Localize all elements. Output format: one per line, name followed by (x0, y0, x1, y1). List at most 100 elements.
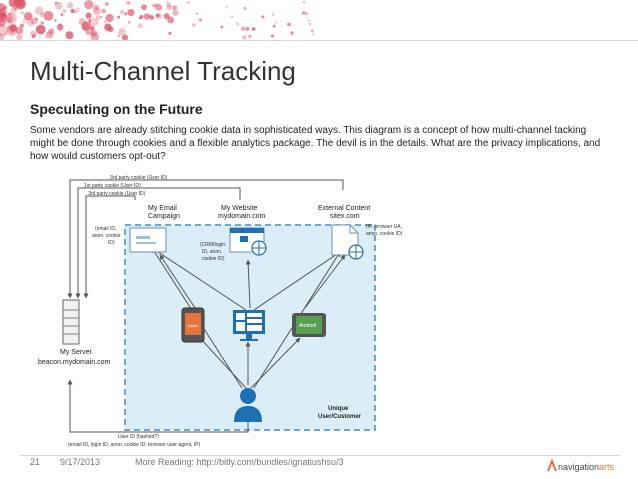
email-note-3: ID) (108, 240, 115, 246)
decorative-dot (0, 24, 9, 37)
decorative-dot (85, 29, 92, 35)
tablet-label: Android (299, 323, 316, 329)
decorative-dot (290, 31, 294, 35)
decorative-dot (166, 1, 169, 4)
decorative-dot (220, 25, 224, 29)
tablet-icon: Android (292, 313, 326, 337)
decorative-dot (172, 5, 178, 11)
decorative-dot (301, 11, 306, 15)
decorative-dot (118, 28, 126, 36)
decorative-dot (307, 19, 310, 22)
decorative-dot (138, 16, 142, 20)
cookie-lines (67, 179, 344, 299)
decorative-dot (124, 12, 128, 16)
decorative-dot (0, 7, 7, 15)
decorative-dot (127, 9, 135, 17)
svg-text:navigationarts: navigationarts (558, 462, 615, 472)
decorative-dot (0, 33, 5, 40)
decorative-dot (67, 2, 74, 9)
server-label-1: My Server (60, 349, 93, 356)
decorative-dot (225, 5, 228, 9)
decorative-dot (241, 26, 246, 31)
email-note-2: anon. cookie (92, 233, 121, 239)
decorative-dot (310, 29, 314, 33)
decorative-dot (312, 33, 315, 36)
decorative-dot (230, 15, 234, 18)
decorative-dot (168, 31, 172, 35)
website-node-label-1: My Website (221, 205, 258, 212)
decorative-dot (245, 26, 250, 31)
server-icon (62, 299, 80, 345)
decorative-dot (138, 23, 143, 29)
website-node-label-2: mydomain.com (218, 213, 266, 220)
user-label-2: User/Customer (318, 414, 362, 420)
decorative-dot (88, 20, 91, 23)
decorative-dot (85, 12, 92, 19)
decorative-dot (54, 1, 58, 5)
decorative-dot (21, 11, 24, 14)
external-note-2: anon. cookie ID) (366, 231, 403, 237)
email-node-label-2: Campaign (148, 213, 180, 220)
decorative-dot (141, 4, 147, 11)
decorative-dot (143, 13, 151, 20)
email-icon (129, 227, 167, 253)
decorative-dot (251, 27, 256, 31)
phone-icon: Apple (181, 307, 205, 343)
decorative-dot (45, 36, 48, 40)
decorative-dot (65, 31, 74, 40)
decorative-dot (242, 35, 247, 40)
decorative-dot (4, 13, 14, 23)
decorative-dot (54, 1, 63, 10)
decorative-dot (274, 21, 277, 24)
decorative-dot (16, 34, 23, 40)
decorative-dot (84, 0, 94, 10)
footer-divider (20, 455, 620, 456)
decorative-dot (93, 7, 101, 15)
decorative-dot (127, 21, 131, 24)
footer-reading-link[interactable]: More Reading: http://bitly.com/bundles/i… (135, 457, 344, 467)
decorative-dot (39, 12, 45, 18)
external-node-label-2: sitex.com (330, 213, 360, 220)
decorative-dot (163, 13, 170, 20)
external-note-1: (IP, browser UA, (366, 224, 402, 230)
decorative-dot (287, 22, 291, 27)
decorative-dot (6, 16, 13, 23)
external-content-icon (331, 224, 364, 260)
decorative-dot (305, 12, 309, 15)
desktop-icon (233, 310, 265, 341)
decorative-dot (166, 2, 171, 8)
decorative-dot (235, 22, 240, 26)
decorative-dot (43, 11, 54, 21)
decorative-dot (302, 0, 306, 4)
decorative-dot (192, 23, 196, 27)
decorative-dot (81, 23, 89, 32)
decorative-dot (38, 35, 41, 38)
decorative-dot (117, 34, 121, 38)
bottom-note-2: (email ID, login ID, anon. cookie ID, br… (68, 442, 201, 448)
decorative-dot (93, 4, 99, 11)
decorative-dot (0, 17, 6, 27)
decorative-dot (156, 13, 160, 18)
decorative-dot (167, 16, 175, 24)
decorative-dot-band (0, 0, 315, 40)
footer-date: 9/17/2013 (60, 457, 101, 467)
slide-subtitle: Speculating on the Future (30, 101, 203, 117)
decorative-dot (261, 15, 265, 19)
decorative-dot (8, 12, 12, 16)
decorative-dot (121, 34, 129, 40)
decorative-dot (155, 12, 163, 20)
decorative-dot (308, 22, 312, 26)
decorative-dot (95, 15, 101, 21)
phone-label: Apple (188, 323, 199, 328)
decorative-dot (70, 8, 75, 14)
decorative-dot (15, 27, 24, 35)
decorative-dot (126, 0, 131, 5)
decorative-dot (100, 15, 103, 18)
decorative-dot (40, 21, 44, 25)
decorative-dot (172, 9, 179, 16)
decorative-dot (117, 15, 121, 19)
decorative-dot (104, 20, 107, 24)
decorative-dot (243, 6, 247, 10)
decorative-dot (101, 8, 106, 14)
